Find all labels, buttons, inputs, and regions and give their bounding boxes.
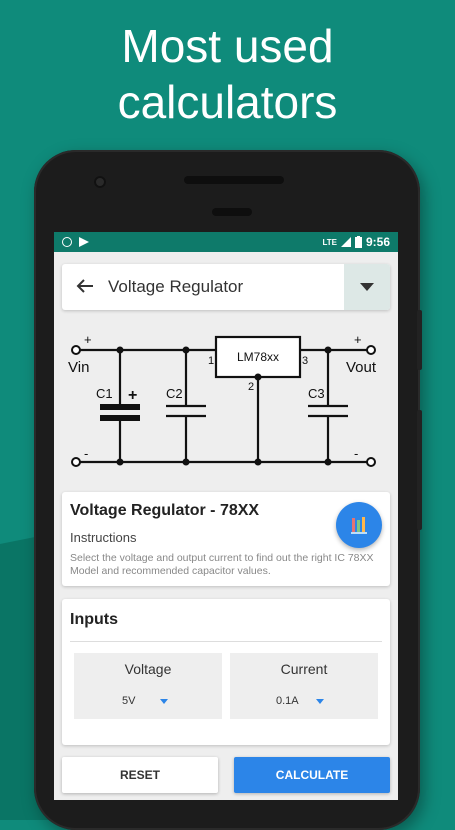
current-label: Current <box>280 661 328 677</box>
headline-line-2: calculators <box>117 76 338 128</box>
vout-minus: - <box>354 446 358 461</box>
headline: Most used calculators <box>0 18 455 130</box>
network-type: LTE <box>322 237 337 247</box>
info-title: Voltage Regulator - 78XX <box>70 502 260 519</box>
sensor <box>212 208 252 216</box>
toolbar-title: Voltage Regulator <box>108 277 244 296</box>
headline-line-1: Most used <box>121 20 334 72</box>
inputs-title: Inputs <box>70 611 118 628</box>
vin-label: Vin <box>68 359 89 376</box>
c1-plus: + <box>128 387 137 404</box>
divider <box>70 641 382 642</box>
c1-plate-bottom <box>100 415 140 421</box>
current-value: 0.1A <box>276 695 299 707</box>
dropdown-button[interactable] <box>344 264 390 310</box>
pin2-label: 2 <box>248 381 254 393</box>
earpiece <box>184 176 284 184</box>
volume-button <box>417 410 422 530</box>
battery-icon <box>354 236 362 248</box>
library-button[interactable] <box>336 502 382 548</box>
circuit-diagram: LM78xx 1 3 2 Vin Vout + + - - C1 + C2 C3 <box>68 332 377 467</box>
c3-label: C3 <box>308 386 325 401</box>
reset-button[interactable]: RESET <box>62 757 218 793</box>
vout-plus: + <box>354 332 362 347</box>
voltage-label: Voltage <box>124 661 172 677</box>
app-notification-icon <box>79 237 89 247</box>
pin1-label: 1 <box>208 355 214 367</box>
circle-notification-icon <box>62 237 72 247</box>
pin3-label: 3 <box>302 355 308 367</box>
current-select[interactable]: Current 0.1A <box>230 653 378 719</box>
vin-minus: - <box>84 446 88 461</box>
calculate-button[interactable]: CALCULATE <box>234 757 390 793</box>
voltage-select[interactable]: Voltage 5V <box>74 653 222 719</box>
signal-icon <box>340 237 351 247</box>
info-description: Select the voltage and output current to… <box>70 552 374 577</box>
camera-icon <box>94 176 106 188</box>
vin-plus: + <box>84 332 92 347</box>
caret-down-icon <box>360 283 374 291</box>
status-time: 9:56 <box>365 235 390 249</box>
back-arrow-icon[interactable] <box>62 274 108 300</box>
voltage-value: 5V <box>122 695 136 707</box>
books-icon <box>351 517 367 534</box>
c1-label: C1 <box>96 386 113 401</box>
current-dropdown-icon <box>316 699 324 704</box>
voltage-dropdown-icon <box>160 699 168 704</box>
status-bar: LTE 9:56 <box>54 232 398 252</box>
power-button <box>417 310 422 370</box>
inputs-card: Inputs Voltage 5V Current 0.1A <box>62 599 390 745</box>
info-card: Voltage Regulator - 78XX Instructions Se… <box>62 492 390 586</box>
c2-label: C2 <box>166 386 183 401</box>
app-screen: LTE 9:56 Voltage Regulator <box>54 232 398 800</box>
ic-label: LM78xx <box>237 350 279 364</box>
toolbar: Voltage Regulator <box>62 264 390 310</box>
c1-plate-top <box>100 404 140 410</box>
vout-label: Vout <box>346 359 377 376</box>
info-subtitle: Instructions <box>70 530 137 545</box>
